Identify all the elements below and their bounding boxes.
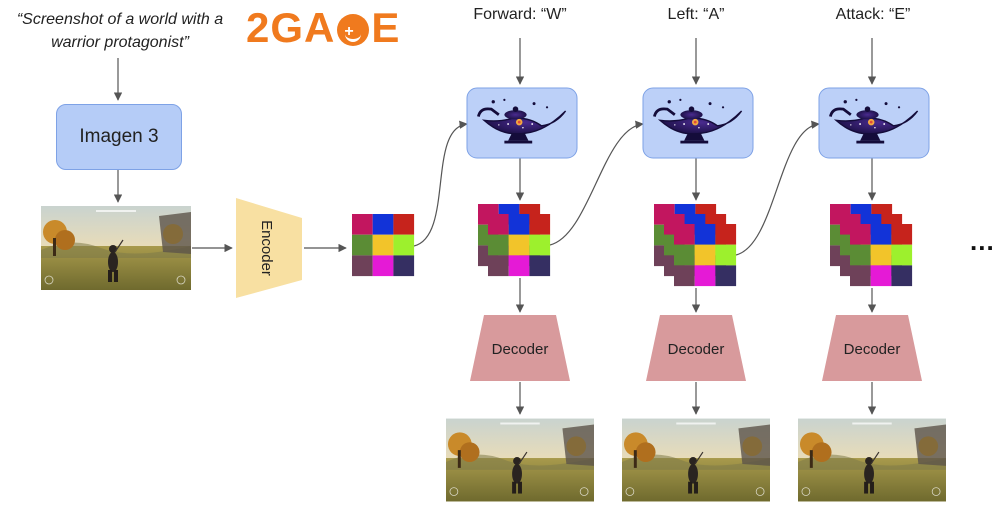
action-label-left: Left: “A” [667,6,725,23]
latent-stack-left-layer-cell [674,244,695,266]
initial-latent-grid-cell [393,255,415,277]
latent-stack-forward-layer-cell [529,214,551,235]
latent-stack-attack-layer-cell [850,224,871,245]
decoder-block-left-shape [646,315,746,381]
initial-latent-grid-cell [372,234,394,256]
latent-stack-left-layer-cell [694,224,716,245]
latent-stack-left-layer [674,224,737,287]
initial-latent-grid-cell [352,214,373,235]
latent-stack-forward-layer-cell [488,214,509,235]
latent-stack-attack-layer-cell [870,224,892,245]
decoder-block-attack-shape [822,315,922,381]
decoder-label: Decoder [492,341,549,358]
world-model-box-left [642,87,754,159]
latent-stack-attack-layer-cell [891,224,913,245]
latent-stack-forward-layer-cell [529,255,551,277]
latent-stack-forward-layer-cell [508,255,530,277]
latent-stack-forward [478,204,551,277]
latent-stack-attack-layer-cell [850,244,871,266]
latent-stack-attack-layer-cell [870,244,892,266]
gamepad-face-icon [337,10,370,54]
encoder-block: Encoder [236,198,302,298]
arrow-latent-to-model-left [549,120,644,246]
latent-stack-attack-layer-cell [870,265,892,287]
latent-stack-left-layer-cell [715,265,737,287]
imagen-label: Imagen 3 [79,126,159,147]
decoder-block-forward: Decoder [470,315,570,381]
logo-text-a: A [304,4,336,51]
latent-stack-forward-layer-cell [508,214,530,235]
game-logo: 2GAE [246,4,401,55]
prompt-text: “Screenshot of a world with a warrior pr… [16,11,224,51]
world-model-box-forward [466,87,578,159]
latent-stack-forward-layer-cell [488,234,509,256]
output-frame-left [622,418,770,502]
initial-latent-grid-cell [372,255,394,277]
initial-latent-grid [352,214,415,277]
decoder-block-left: Decoder [646,315,746,381]
latent-stack-forward-layer-cell [488,255,509,277]
encoder-shape [236,198,302,298]
encoder-label: Encoder [258,220,275,276]
output-frame-attack [798,418,946,502]
action-label-forward: Forward: “W” [473,6,567,23]
latent-stack-left-layer-cell [694,265,716,287]
imagen-box: Imagen 3 [56,104,182,170]
arrows-layer [113,38,877,415]
arrow-latent-to-model-attack [735,120,820,256]
decoder-block-attack: Decoder [822,315,922,381]
initial-latent-grid-cell [352,255,373,277]
initial-latent-grid-cell [393,234,415,256]
logo-text-2: 2G [246,4,305,51]
latent-stack-attack-layer-cell [891,265,913,287]
latent-stack-left [654,204,737,287]
world-model-box-attack [818,87,930,159]
latent-stack-left-layer-cell [674,224,695,245]
arrow-latent-to-model-forward [413,120,468,247]
latent-stack-forward-layer [488,214,551,277]
latent-stack-left-layer-cell [715,244,737,266]
latent-stack-attack-layer-cell [891,244,913,266]
logo-text-e: E [371,4,401,51]
latent-stack-attack-layer-cell [850,265,871,287]
latent-stack-forward-layer-cell [508,234,530,256]
decoder-label: Decoder [668,341,725,358]
latent-stack-attack [830,204,913,287]
latent-stack-left-layer-cell [694,244,716,266]
initial-latent-grid-cell [372,214,394,235]
action-label-attack: Attack: “E” [835,6,911,23]
more-ellipsis: ... [970,226,995,256]
initial-latent-grid-cell [352,234,373,256]
initial-latent-grid-cell [393,214,415,235]
latent-stack-attack-layer [850,224,913,287]
decoder-block-forward-shape [470,315,570,381]
latent-stack-left-layer-cell [715,224,737,245]
latent-stack-forward-layer-cell [529,234,551,256]
initial-frame [41,206,191,290]
decoder-label: Decoder [844,341,901,358]
latent-stack-left-layer-cell [674,265,695,287]
output-frame-forward [446,418,594,502]
